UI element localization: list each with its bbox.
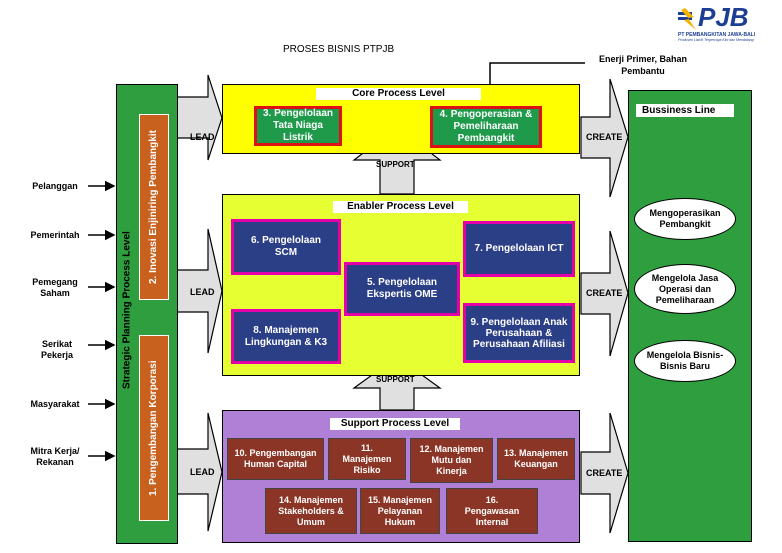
stakeholder-label: Pemegang Saham: [32, 277, 78, 298]
logo-wordmark: PJB: [698, 2, 749, 32]
enabler-process-item: 7. Pengelolaan ICT: [463, 221, 575, 277]
lead-label: LEAD: [190, 467, 215, 477]
lead-label: LEAD: [190, 287, 215, 297]
support-process-item: 12. Manajemen Mutu dan Kinerja: [410, 438, 493, 483]
stakeholder-label: Serikat Pekerja: [40, 339, 74, 360]
business-line-item: Mengelola Jasa Operasi dan Pemeliharaan: [634, 264, 736, 314]
company-logo: PJB PT PEMBANGKITAN JAWA-BALI Produsen L…: [676, 2, 776, 42]
support-label: SUPPORT: [376, 375, 415, 384]
business-line-column: [628, 90, 752, 542]
lead-label: LEAD: [190, 132, 215, 142]
core-process-item: 4. Pengoperasian & Pemeliharaan Pembangk…: [430, 106, 542, 148]
company-name: PT PEMBANGKITAN JAWA-BALI: [678, 32, 756, 38]
business-line-item: Mengelola Bisnis-Bisnis Baru: [634, 340, 736, 382]
create-arrow-enabler: [580, 230, 629, 357]
create-arrow-core: [580, 78, 629, 198]
energy-note: Enerji Primer, Bahan Pembantu: [598, 54, 688, 76]
strategic-planning-label: Strategic Planning Process Level: [121, 231, 133, 389]
create-label: CREATE: [586, 288, 623, 298]
enabler-process-title: Enabler Process Level: [333, 201, 468, 213]
strategic-box-korporasi: 1. Pengembangan Korporasi: [139, 335, 169, 521]
stakeholder-label: Pemerintah: [30, 230, 80, 240]
support-process-item: 15. Manajemen Pelayanan Hukum: [360, 488, 440, 534]
support-process-item: 11. Manajemen Risiko: [328, 438, 406, 480]
lead-arrow-core: [175, 74, 223, 161]
core-process-item: 3. Pengelolaan Tata Niaga Listrik: [254, 106, 342, 146]
support-process-item: 10. Pengembangan Human Capital: [227, 438, 324, 480]
company-tagline: Produsen Listrik Terpercaya Kini dan Men…: [678, 38, 754, 42]
strategic-box-inovasi-label: 2. Inovasi Enjiniring Pembangkit: [148, 130, 159, 284]
stakeholder-label: Pelanggan: [32, 181, 78, 191]
enabler-process-item: 5. Pengelolaan Ekspertis OME: [344, 262, 460, 316]
lead-arrow-support: [175, 412, 223, 532]
strategic-box-inovasi: 2. Inovasi Enjiniring Pembangkit: [139, 114, 169, 300]
strategic-box-korporasi-label: 1. Pengembangan Korporasi: [148, 360, 159, 496]
support-process-item: 13. Manajemen Keuangan: [497, 438, 575, 480]
enabler-process-item: 8. Manajemen Lingkungan & K3: [231, 309, 341, 364]
lead-arrow-enabler: [175, 228, 223, 354]
enabler-process-item: 6. Pengelolaan SCM: [231, 219, 341, 275]
support-label: SUPPORT: [376, 160, 415, 169]
business-line-title: Bussiness Line: [636, 104, 734, 117]
create-label: CREATE: [586, 132, 623, 142]
lightning-logo-icon: [678, 8, 696, 30]
core-process-title: Core Process Level: [316, 88, 481, 100]
page-title: PROSES BISNIS PTPJB: [283, 44, 395, 55]
create-label: CREATE: [586, 468, 623, 478]
business-line-item: Mengoperasikan Pembangkit: [634, 198, 736, 240]
create-arrow-support: [580, 412, 629, 534]
support-process-item: 16. Pengawasan Internal: [446, 488, 538, 534]
support-process-title: Support Process Level: [330, 418, 460, 430]
stakeholder-label: Masyarakat: [30, 399, 80, 409]
support-process-item: 14. Manajemen Stakeholders & Umum: [265, 488, 357, 534]
enabler-process-item: 9. Pengelolaan Anak Perusahaan & Perusah…: [463, 303, 575, 363]
stakeholder-label: Mitra Kerja/ Rekanan: [30, 446, 80, 467]
